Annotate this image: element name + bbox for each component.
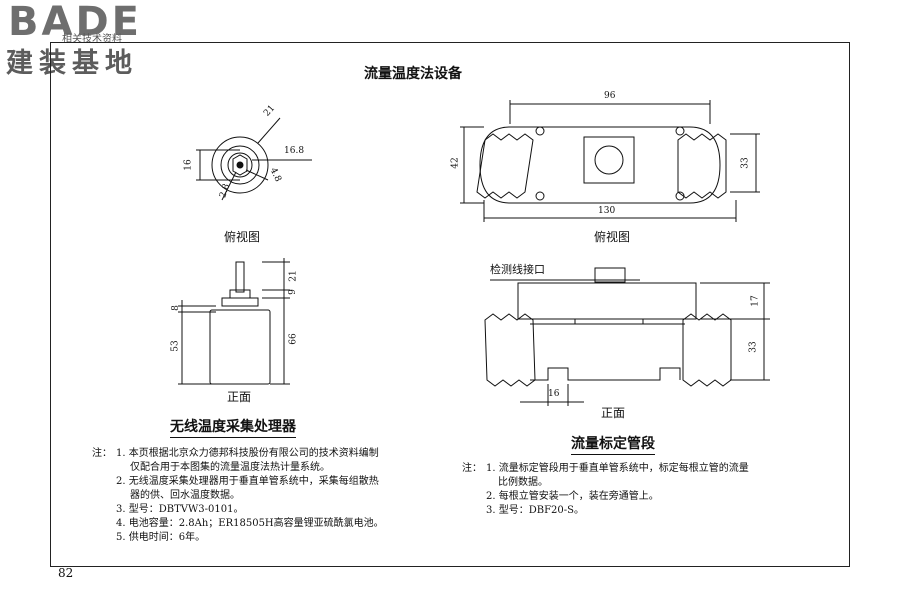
right-note-1: 1. 流量标定管段用于垂直单管系统中，标定每根立管的流量 — [486, 463, 749, 474]
right-top-view — [460, 100, 760, 222]
drawing-frame — [50, 42, 850, 567]
bolt-tr — [675, 126, 685, 136]
flange-body — [479, 126, 721, 204]
left-front-view — [178, 258, 290, 385]
dim-16-right: 16 — [548, 389, 560, 399]
bolt-br — [675, 191, 685, 201]
left-top-view-label: 俯视图 — [224, 230, 261, 244]
bolt-tl — [535, 126, 545, 136]
center-hole — [594, 145, 624, 175]
left-thread — [476, 133, 534, 199]
body — [209, 309, 271, 385]
bottom-profile — [530, 367, 681, 381]
nut-circle — [227, 152, 253, 178]
right-top-view-label: 俯视图 — [594, 230, 631, 244]
right-notes-prefix: 注： — [462, 463, 482, 474]
left-notes-prefix: 注： — [92, 448, 112, 459]
center-square — [583, 136, 635, 184]
left-note-5: 5. 供电时间：6年。 — [116, 532, 206, 543]
left-thread-front — [484, 313, 536, 387]
logo-chinese: 建装基地 — [6, 48, 138, 79]
dim-66: 66 — [288, 333, 299, 345]
right-section-title: 流量标定管段 — [571, 433, 655, 455]
right-front-view-label: 正面 — [601, 406, 626, 420]
dim-16-left: 16 — [183, 159, 194, 171]
left-top-view — [196, 117, 312, 201]
left-section-title: 无线温度采集处理器 — [170, 416, 296, 438]
right-thread — [677, 133, 727, 199]
neck — [229, 289, 251, 299]
right-note-2: 2. 每根立管安装一个，装在旁通管上。 — [486, 491, 659, 502]
cap — [221, 297, 259, 307]
dim-96: 96 — [604, 91, 616, 101]
outer-circle — [211, 136, 269, 194]
center-dot — [236, 161, 244, 169]
page-number: 82 — [58, 566, 74, 580]
left-note-2: 2. 无线温度采集处理器用于垂直单管系统中，采集每组散热 — [116, 476, 379, 487]
bolt-bl — [535, 191, 545, 201]
dim-21-front: 21 — [288, 270, 299, 282]
probe-port — [594, 267, 626, 283]
antenna — [235, 261, 245, 293]
dim-33-top: 33 — [740, 157, 751, 169]
dim-16-8: 16.8 — [284, 146, 305, 156]
logo-brand: BADE — [8, 0, 142, 45]
left-note-1b: 仅配合用于本图集的流量温度法热计量系统。 — [130, 462, 330, 473]
left-note-1: 1. 本页根据北京众力德邦科技股份有限公司的技术资料编制 — [116, 448, 379, 459]
right-note-1b: 比例数据。 — [498, 477, 548, 488]
page-title: 流量温度法设备 — [364, 66, 462, 82]
upper-body — [517, 282, 697, 320]
right-thread-front — [682, 313, 732, 387]
logo: BADE 相关技术资料 建装基地 — [0, 0, 178, 86]
logo-subtitle: 相关技术资料 — [62, 34, 122, 45]
probe-label: 检测线接口 — [490, 263, 545, 276]
left-front-view-label: 正面 — [227, 390, 252, 404]
dim-53: 53 — [170, 340, 181, 352]
inner-circle — [220, 145, 260, 185]
dim-33-front: 33 — [748, 341, 759, 353]
right-front-view — [484, 267, 770, 406]
dim-17: 17 — [750, 295, 761, 307]
mid-plate — [574, 318, 644, 325]
dim-9: 9 — [287, 289, 298, 295]
dim-130: 130 — [598, 206, 616, 216]
dim-8: 8 — [170, 305, 181, 311]
right-note-3: 3. 型号：DBF20-S。 — [486, 505, 584, 516]
left-note-3: 3. 型号：DBTVW3-0101。 — [116, 504, 244, 515]
left-note-4: 4. 电池容量：2.8Ah；ER18505H高容量锂亚硫酰氯电池。 — [116, 518, 384, 529]
dim-42: 42 — [450, 157, 461, 169]
left-note-2b: 器的供、回水温度数据。 — [130, 490, 240, 501]
